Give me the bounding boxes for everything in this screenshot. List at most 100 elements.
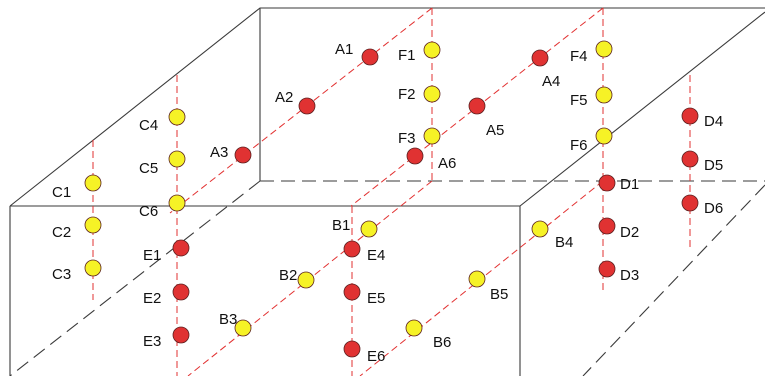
point-b5: B5 [468, 270, 508, 303]
point-f4-label: F4 [570, 48, 588, 65]
point-b5-label: B5 [490, 286, 508, 303]
point-a3: A3 [210, 144, 252, 164]
point-e1-marker [172, 239, 190, 257]
point-b6-label: B6 [433, 334, 451, 351]
point-b6-marker [405, 319, 423, 337]
point-f2-marker [423, 85, 441, 103]
point-c1-marker [84, 174, 102, 192]
point-a1-label: A1 [335, 41, 353, 58]
point-d4-marker [681, 107, 699, 125]
point-d3-label: D3 [620, 267, 639, 284]
box-visible-edges [9, 7, 765, 376]
point-a4: A4 [531, 49, 560, 90]
point-f3-label: F3 [398, 130, 416, 147]
point-b2: B2 [279, 267, 315, 289]
point-c5-label: C5 [139, 160, 158, 177]
point-d3: D3 [598, 260, 639, 284]
point-e6-label: E6 [367, 348, 385, 365]
point-e3-label: E3 [143, 333, 161, 350]
points-layer: A1A2A3A4A5A6B1B2B3B4B5B6C1C2C3C4C5C6D1D2… [52, 40, 723, 365]
point-e5: E5 [343, 283, 385, 307]
point-a6: A6 [406, 147, 456, 172]
point-c1-label: C1 [52, 184, 71, 201]
point-e6: E6 [343, 340, 385, 365]
point-b1-label: B1 [332, 217, 350, 234]
point-f4-marker [595, 40, 613, 58]
point-e5-label: E5 [367, 290, 385, 307]
point-c1: C1 [52, 174, 102, 201]
point-b2-marker [297, 271, 315, 289]
point-f4: F4 [570, 40, 613, 65]
point-d4: D4 [681, 107, 723, 130]
point-f3-marker [423, 127, 441, 145]
point-b5-marker [468, 270, 486, 288]
point-a5-label: A5 [486, 122, 504, 139]
point-d3-marker [598, 260, 616, 278]
guide-lines [92, 7, 691, 376]
point-f6-marker [595, 127, 613, 145]
point-f5-marker [595, 86, 613, 104]
point-c2-label: C2 [52, 224, 71, 241]
box-hidden-edges [9, 180, 765, 376]
point-b4-marker [531, 220, 549, 238]
point-d5: D5 [681, 150, 723, 174]
point-e3-marker [172, 326, 190, 344]
point-d1-marker [598, 174, 616, 192]
point-f5: F5 [570, 86, 613, 109]
point-b1-marker [360, 220, 378, 238]
point-e4: E4 [343, 240, 385, 264]
point-c6-label: C6 [139, 203, 158, 220]
point-a1-marker [361, 48, 379, 66]
point-d5-label: D5 [704, 157, 723, 174]
point-e1-label: E1 [143, 247, 161, 264]
point-b4: B4 [531, 220, 573, 251]
point-b6: B6 [405, 319, 451, 351]
point-b1: B1 [332, 217, 378, 238]
point-f2: F2 [398, 85, 441, 103]
point-c3: C3 [52, 259, 102, 283]
point-e4-label: E4 [367, 247, 385, 264]
point-d2-marker [598, 217, 616, 235]
point-e2-marker [172, 283, 190, 301]
point-a3-marker [234, 146, 252, 164]
point-f1: F1 [398, 41, 441, 64]
box-top-left-edge [9, 7, 765, 207]
point-b3: B3 [219, 311, 252, 337]
point-e6-marker [343, 340, 361, 358]
point-c2-marker [84, 216, 102, 234]
point-b3-marker [234, 319, 252, 337]
point-a3-label: A3 [210, 144, 228, 161]
point-d1: D1 [598, 174, 639, 193]
point-a2: A2 [275, 89, 316, 115]
point-c6: C6 [139, 194, 186, 220]
point-a2-marker [298, 97, 316, 115]
box-hidden-right-bottom-edge [582, 184, 765, 376]
point-f2-label: F2 [398, 86, 416, 103]
point-d6-marker [681, 194, 699, 212]
point-a4-label: A4 [542, 73, 560, 90]
point-e1: E1 [143, 239, 190, 264]
point-a5-marker [468, 97, 486, 115]
point-d4-label: D4 [704, 113, 723, 130]
point-f6-label: F6 [570, 137, 588, 154]
point-e5-marker [343, 283, 361, 301]
point-b2-label: B2 [279, 267, 297, 284]
point-a5: A5 [468, 97, 504, 139]
point-c5: C5 [139, 150, 186, 177]
point-f6: F6 [570, 127, 613, 154]
point-e2: E2 [143, 283, 190, 307]
point-b3-label: B3 [219, 311, 237, 328]
point-d5-marker [681, 150, 699, 168]
point-c3-label: C3 [52, 266, 71, 283]
point-a2-label: A2 [275, 89, 293, 106]
point-d1-label: D1 [620, 176, 639, 193]
point-a6-marker [406, 147, 424, 165]
point-c5-marker [168, 150, 186, 168]
point-c3-marker [84, 259, 102, 277]
point-a6-label: A6 [438, 155, 456, 172]
point-d2-label: D2 [620, 224, 639, 241]
point-d6-label: D6 [704, 200, 723, 217]
point-c4-marker [168, 108, 186, 126]
point-e3: E3 [143, 326, 190, 350]
